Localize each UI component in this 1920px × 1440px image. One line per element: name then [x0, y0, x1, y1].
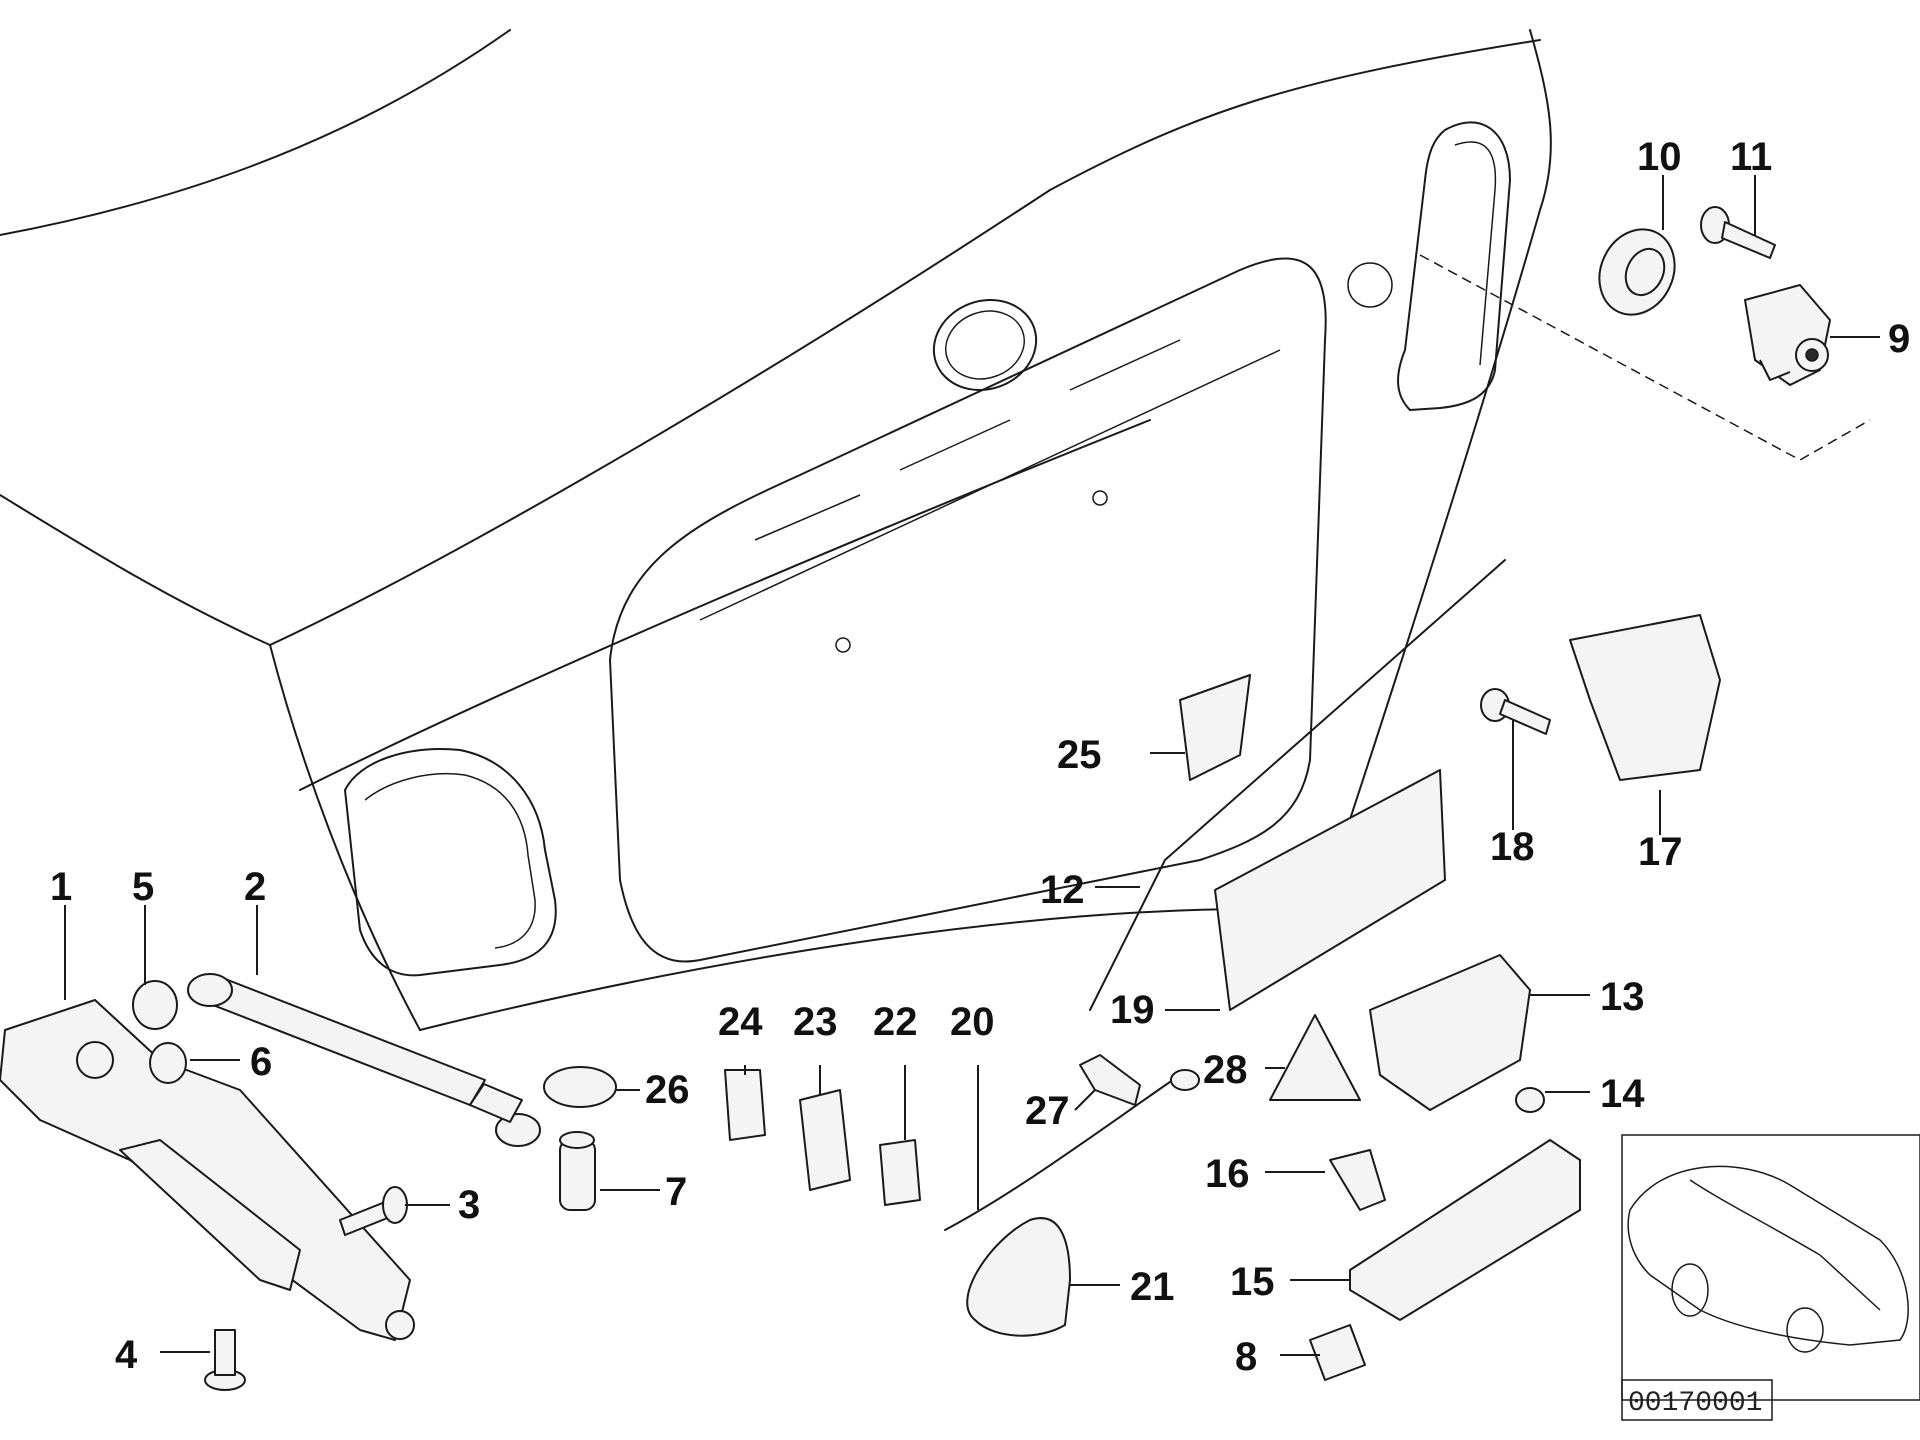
callout-13: 13 — [1600, 975, 1645, 1019]
clip-24-part — [724, 1069, 766, 1141]
release-handle-part — [966, 1217, 1071, 1337]
release-cable-part — [944, 1074, 1181, 1231]
callout-28: 28 — [1203, 1048, 1248, 1092]
trunk-lock-part — [1369, 954, 1531, 1111]
screw-4-part — [204, 1329, 246, 1391]
grommet-part — [1598, 228, 1676, 316]
callout-1: 1 — [50, 865, 72, 909]
reference-code-box: 00170001 — [1621, 1379, 1773, 1421]
bushing-5-part — [132, 980, 178, 1030]
callout-19: 19 — [1110, 988, 1155, 1032]
callout-15: 15 — [1230, 1260, 1275, 1304]
callout-5: 5 — [132, 865, 154, 909]
actuator-cover-part — [1569, 614, 1721, 781]
callout-9: 9 — [1888, 317, 1910, 361]
callout-4: 4 — [115, 1333, 138, 1377]
callout-10: 10 — [1637, 135, 1682, 179]
reference-code: 00170001 — [1628, 1388, 1762, 1419]
trunk-lid-drawing — [0, 29, 1871, 1031]
striker-part — [1349, 1139, 1581, 1321]
bracket-27-part — [1079, 1054, 1141, 1106]
screw-18-part — [1480, 688, 1551, 735]
callout-8: 8 — [1235, 1335, 1257, 1379]
callout-3: 3 — [458, 1183, 480, 1227]
screw-14-part — [1515, 1087, 1545, 1113]
callout-27: 27 — [1025, 1089, 1070, 1133]
clip-22-part — [879, 1139, 921, 1206]
callout-18: 18 — [1490, 825, 1535, 869]
callout-21: 21 — [1130, 1265, 1175, 1309]
buffer-part — [559, 1131, 596, 1211]
gas-strut-part — [187, 973, 541, 1147]
callout-26: 26 — [645, 1068, 690, 1112]
callout-17: 17 — [1638, 830, 1683, 874]
callout-24: 24 — [718, 1000, 763, 1044]
clip-23-part — [799, 1089, 851, 1191]
cover-25-part — [1179, 674, 1251, 781]
warning-label-part — [1269, 1014, 1361, 1101]
callout-22: 22 — [873, 1000, 918, 1044]
buffer-8-part — [1309, 1324, 1366, 1381]
callout-14: 14 — [1600, 1072, 1645, 1116]
lock-cylinder-part — [1744, 284, 1831, 386]
screw-11-part — [1700, 206, 1776, 259]
callout-2: 2 — [244, 865, 266, 909]
rod-part — [1089, 559, 1506, 1011]
hinge-part — [0, 999, 415, 1341]
bracket-19-part — [1214, 769, 1446, 1011]
callout-12: 12 — [1040, 868, 1085, 912]
screw-16-part — [1329, 1149, 1386, 1211]
screw-3-part — [339, 1186, 408, 1236]
callout-16: 16 — [1205, 1152, 1250, 1196]
callout-11: 11 — [1730, 135, 1772, 179]
vehicle-inset — [1621, 1134, 1920, 1401]
bushing-6-part — [149, 1042, 187, 1084]
callout-labels: 1 5 2 6 3 4 26 7 24 23 22 20 21 27 25 12… — [50, 135, 1910, 1379]
washer-part — [543, 1066, 617, 1108]
callout-7: 7 — [665, 1170, 687, 1214]
callout-25: 25 — [1057, 733, 1102, 777]
callout-20: 20 — [950, 1000, 995, 1044]
callout-23: 23 — [793, 1000, 838, 1044]
callout-6: 6 — [250, 1040, 272, 1084]
leader-lines — [64, 175, 1880, 1356]
